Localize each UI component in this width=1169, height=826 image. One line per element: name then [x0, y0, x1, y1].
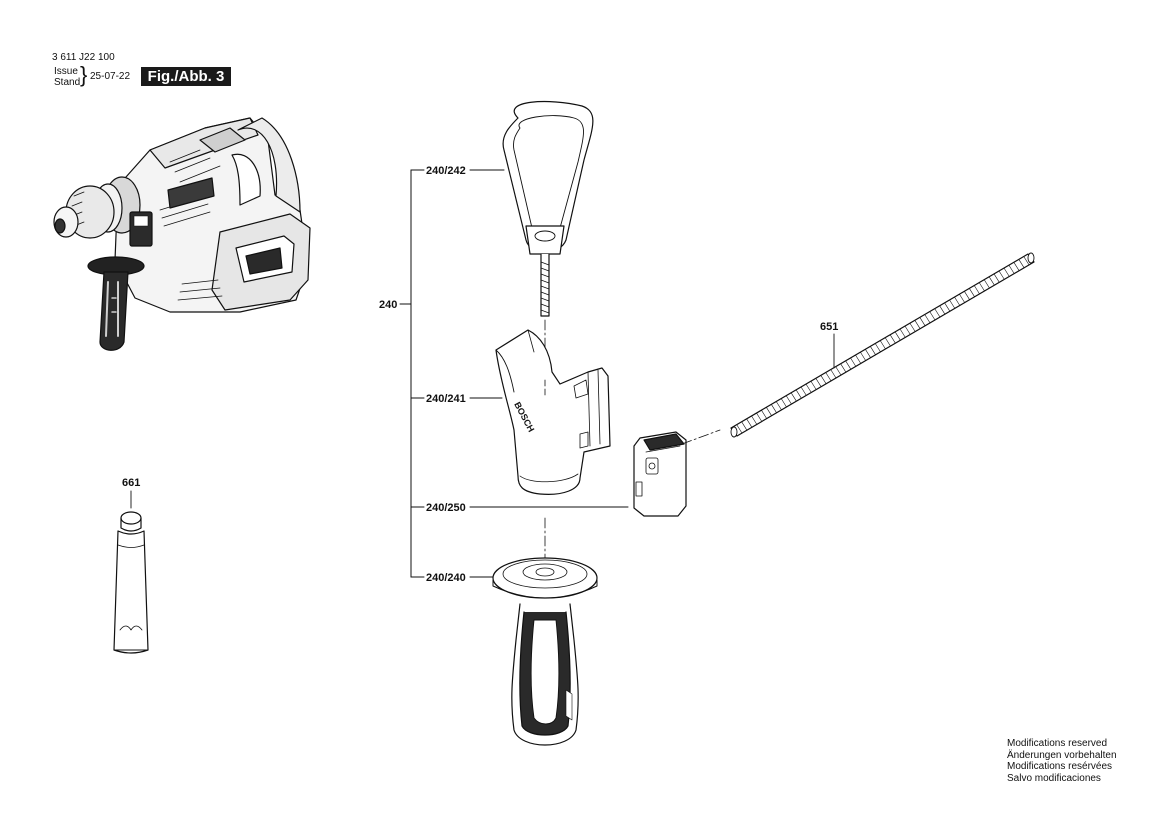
modification-notes: Modifications reserved Änderungen vorbeh… [1007, 738, 1117, 784]
figure-badge: Fig./Abb. 3 [141, 67, 231, 86]
depth-guard-part-240-241 [495, 329, 611, 495]
issue-date: 25-07-22 [90, 71, 131, 82]
stand-label: Stand [54, 77, 81, 88]
strap-with-bolt-part-240-242 [502, 100, 594, 396]
note-es: Salvo modificaciones [1007, 772, 1101, 784]
document-number: 3 611 J22 100 [52, 52, 115, 63]
rotary-hammer-drill [53, 117, 311, 351]
callout-661: 661 [122, 477, 140, 489]
grease-tube-part-661 [113, 490, 149, 654]
depth-stop-clip-part-240-250 [633, 429, 721, 517]
callout-240-240: 240/240 [426, 572, 466, 584]
assembly-bracket-240 [399, 169, 629, 578]
side-handle-part-240-240 [492, 517, 598, 746]
callout-651: 651 [820, 321, 838, 333]
brace-symbol: } [80, 62, 88, 87]
callout-240-250: 240/250 [426, 502, 466, 514]
callout-240: 240 [379, 299, 397, 311]
note-de: Änderungen vorbehalten [1007, 749, 1117, 761]
callout-240-241: 240/241 [426, 393, 466, 405]
note-fr: Modifications resérvées [1007, 761, 1113, 772]
note-en: Modifications reserved [1007, 738, 1108, 749]
callout-240-242: 240/242 [426, 165, 466, 177]
issue-label: Issue [54, 66, 78, 77]
depth-gauge-rod-part-651 [730, 252, 1035, 438]
